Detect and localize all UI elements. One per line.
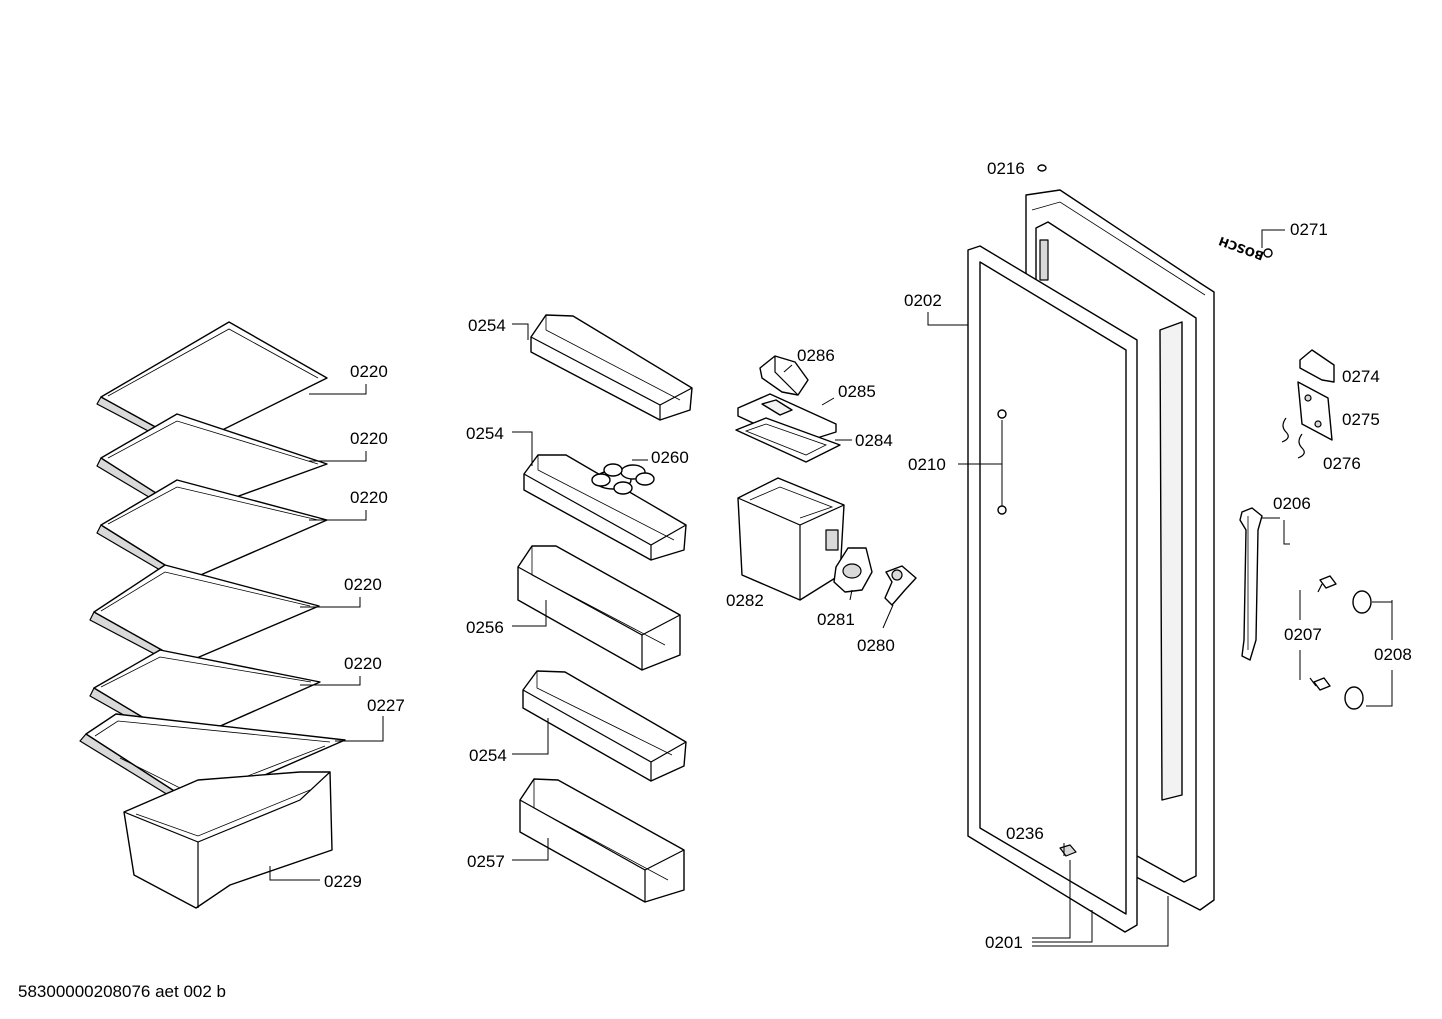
crisper-drawer-0229: [123, 771, 333, 909]
label-0256: 0256: [466, 618, 504, 637]
label-0254-a: 0254: [468, 316, 506, 335]
cover-0285: [737, 393, 837, 445]
label-0210: 0210: [908, 455, 946, 474]
label-0220-d: 0220: [344, 575, 382, 594]
label-0284: 0284: [855, 431, 893, 450]
label-0227: 0227: [367, 696, 405, 715]
document-id-footer: 58300000208076 aet 002 b: [18, 982, 226, 1001]
label-0202: 0202: [904, 291, 942, 310]
label-0208: 0208: [1374, 645, 1412, 664]
label-0220-c: 0220: [350, 488, 388, 507]
handle-0206: [1239, 507, 1263, 661]
crisper-cover-0227: [79, 713, 346, 813]
svg-text:BOSCH: BOSCH: [1217, 234, 1266, 263]
label-0281: 0281: [817, 610, 855, 629]
label-0282: 0282: [726, 591, 764, 610]
shelf-0220-c: [96, 479, 328, 588]
label-0220-e: 0220: [344, 654, 382, 673]
label-0275: 0275: [1342, 410, 1380, 429]
label-0285: 0285: [838, 382, 876, 401]
label-0271: 0271: [1290, 220, 1328, 239]
shelf-0220-d: [89, 564, 320, 671]
caps-0208: [1344, 590, 1372, 710]
label-0286: 0286: [797, 346, 835, 365]
hinge-plate-0275: [1297, 381, 1333, 441]
label-0276: 0276: [1323, 454, 1361, 473]
actuator-0280: [884, 565, 917, 606]
label-0206: 0206: [1273, 494, 1311, 513]
screws-0207: [1309, 575, 1337, 691]
label-0201: 0201: [985, 933, 1023, 952]
label-0274: 0274: [1342, 367, 1380, 386]
door-bin-0254-a: [530, 314, 693, 421]
label-0229: 0229: [324, 872, 362, 891]
seal-0284: [735, 417, 841, 463]
label-0236: 0236: [1006, 824, 1044, 843]
door-gasket-0202: [967, 245, 1138, 933]
ice-bucket-0282: [737, 477, 845, 601]
egg-tray-0260: [591, 463, 655, 495]
door-bin-0257: [519, 778, 685, 903]
door-bin-0254-b: [523, 454, 687, 561]
springs-0276: [1281, 417, 1305, 459]
label-0257: 0257: [467, 852, 505, 871]
label-0207: 0207: [1284, 625, 1322, 644]
cap-0216: [1037, 164, 1047, 172]
hinge-cover-0274: [1299, 349, 1335, 383]
bosch-logo-0271: BOSCH: [1217, 234, 1273, 263]
door-bin-0256: [517, 545, 681, 671]
auger-housing-0281: [833, 547, 873, 593]
label-0220-a: 0220: [350, 362, 388, 381]
label-0254-b: 0254: [466, 424, 504, 443]
label-0216: 0216: [987, 159, 1025, 178]
door-bin-0254-c: [522, 670, 687, 782]
label-0220-b: 0220: [350, 429, 388, 448]
label-0254-c: 0254: [469, 746, 507, 765]
label-0280: 0280: [857, 636, 895, 655]
ice-chute-0286: [759, 355, 809, 396]
label-0260: 0260: [651, 448, 689, 467]
